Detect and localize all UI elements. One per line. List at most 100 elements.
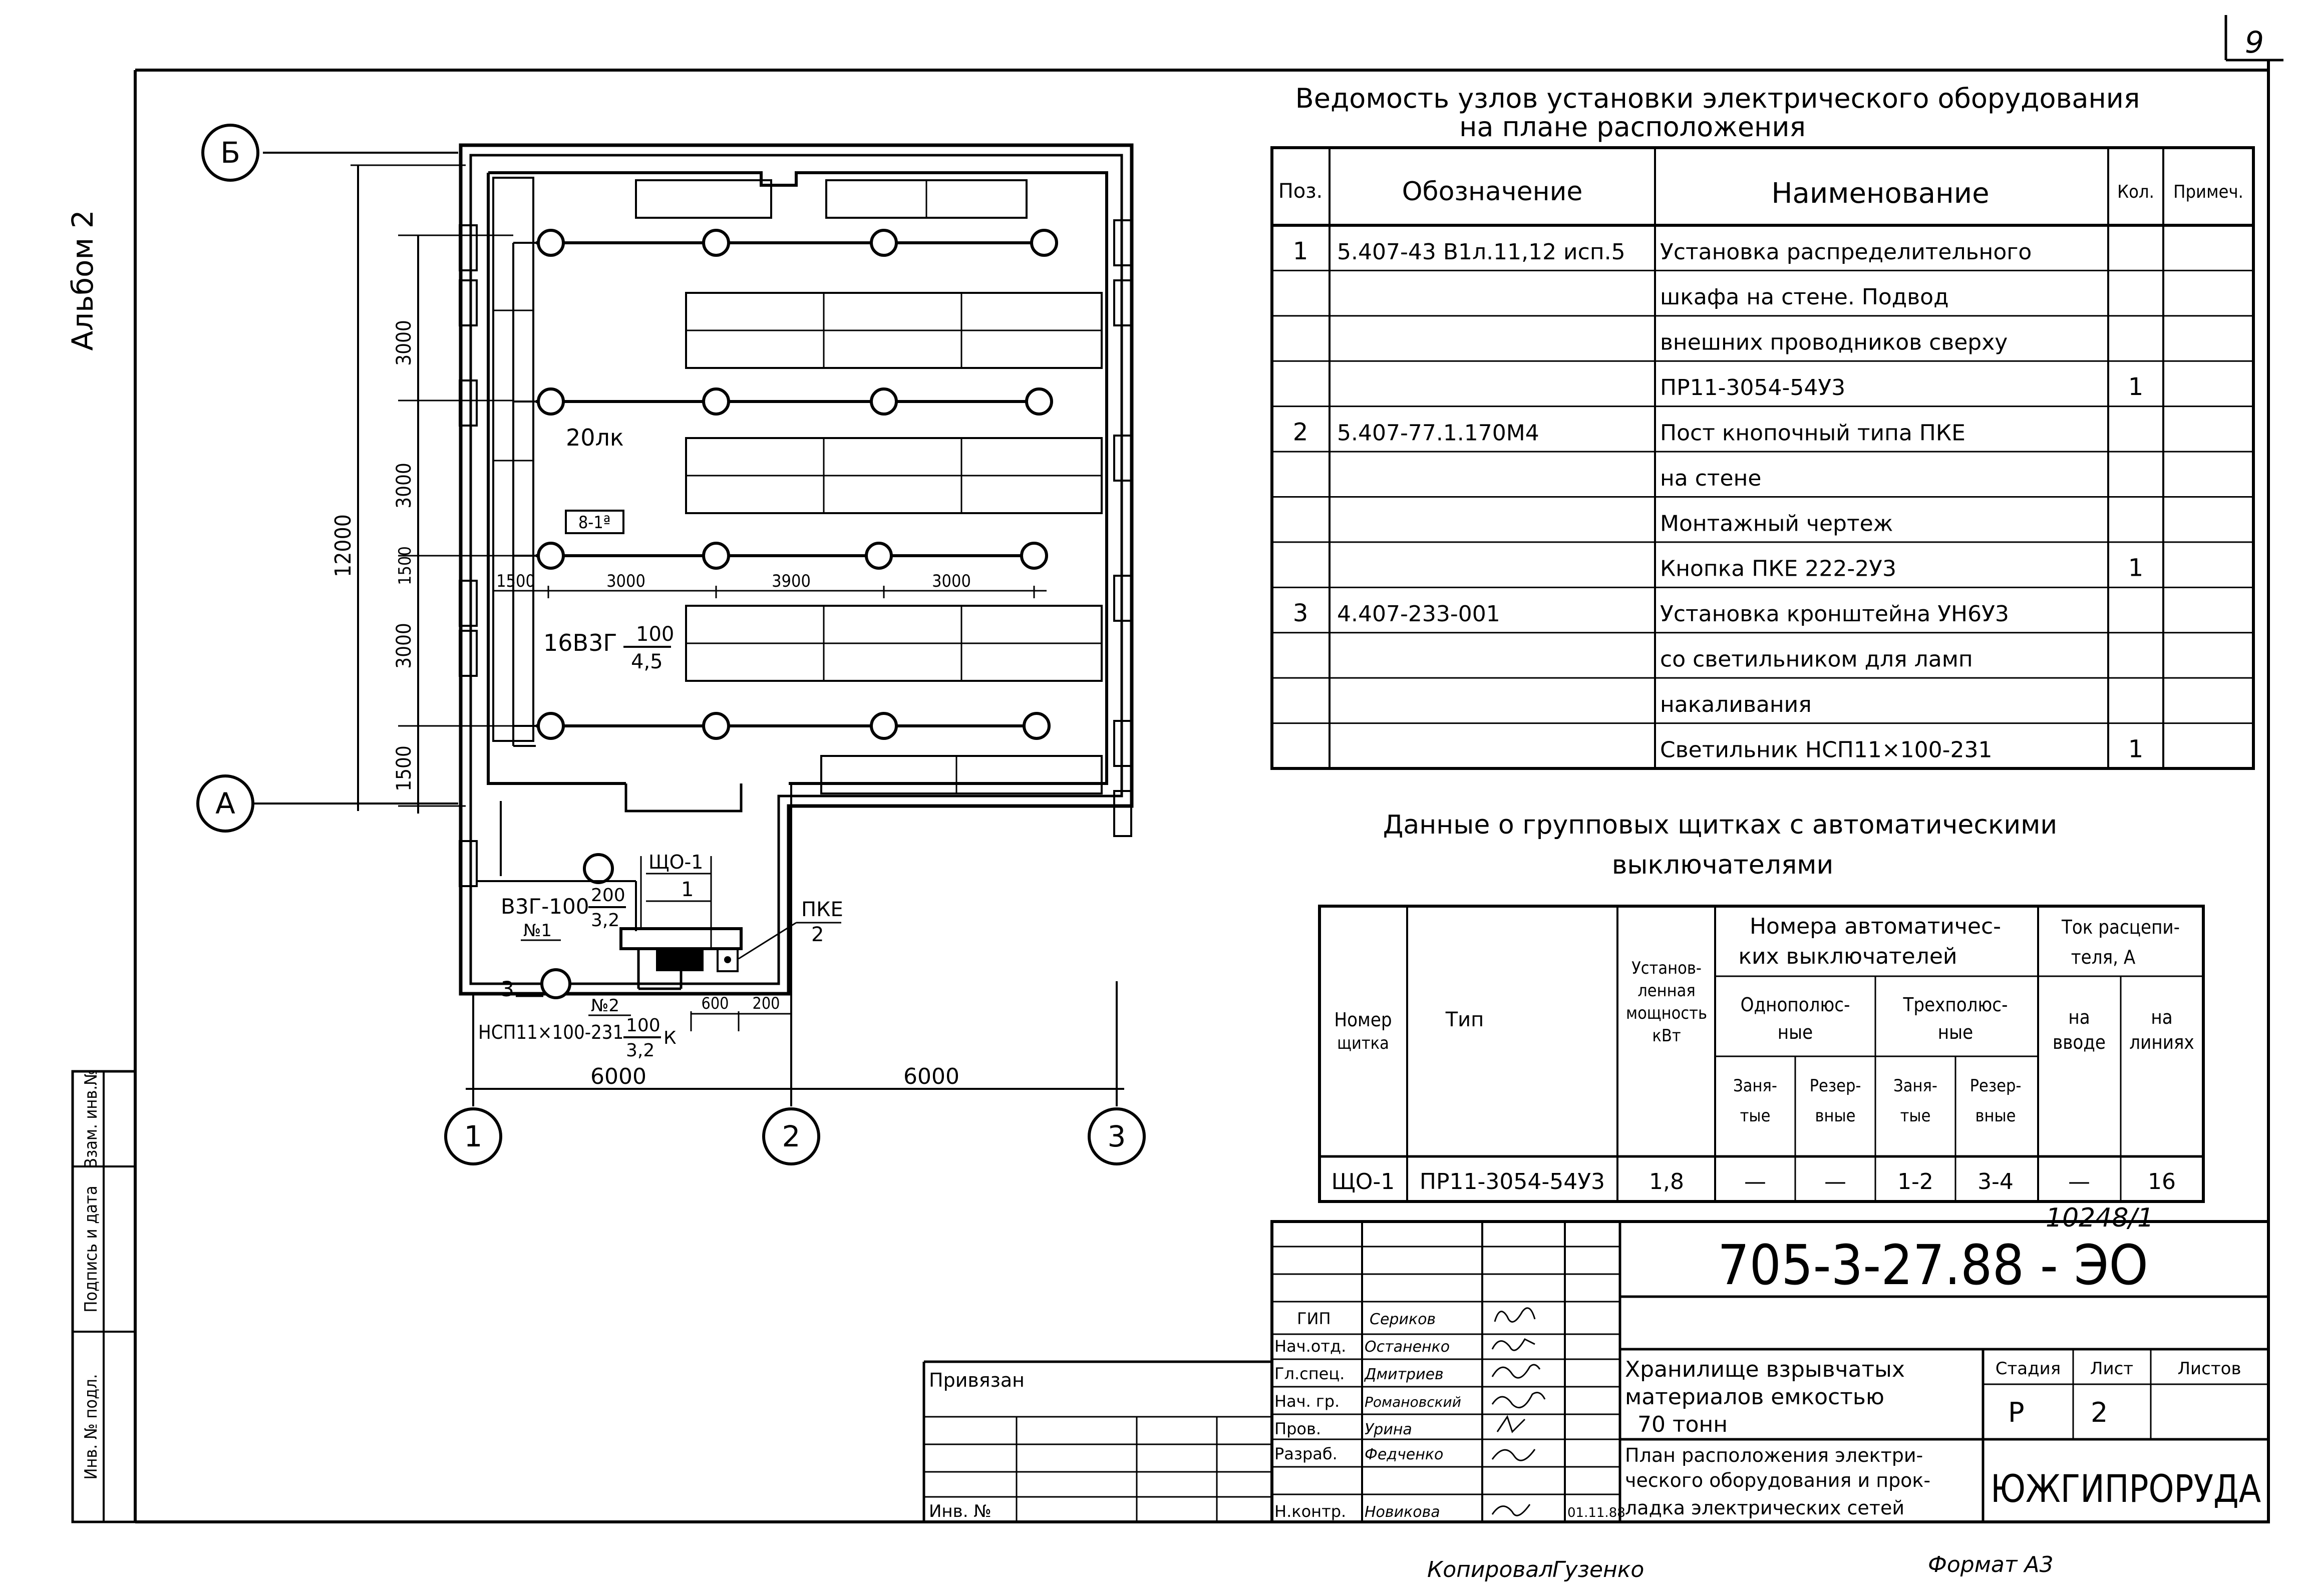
pt-h-lines-1: на — [2151, 1006, 2172, 1028]
lamp-fixture — [865, 542, 893, 570]
eq-cell: 4.407-233-001 — [1337, 601, 1500, 627]
equipment-table-title-1: Ведомость узлов установки электрического… — [1295, 83, 2140, 114]
dim-row-4: 3000 — [932, 571, 971, 591]
eq-cell: 1 — [2128, 554, 2144, 582]
sheet-title-3: ладка электрических сетей — [1625, 1497, 1904, 1519]
pt-h-res2-1: Резер- — [1970, 1076, 2022, 1096]
eq-h-pos: Поз. — [1278, 180, 1323, 203]
dim-row-2: 3000 — [606, 571, 645, 591]
role-checked: Пров. — [1274, 1419, 1321, 1438]
project-code: 705-3-27.88 - ЭО — [1718, 1233, 2148, 1297]
dim-total: 12000 — [331, 514, 356, 577]
eq-cell: 1 — [2128, 735, 2144, 763]
lighting-rows — [512, 229, 1058, 747]
lamp-fixture — [702, 387, 730, 416]
eq-cell: внешних проводников сверху — [1660, 330, 2008, 355]
left-stamp: Инв. № подл. Подпись и дата Взам. инв.№ — [71, 1069, 137, 1523]
pt-cell-single-busy: — — [1744, 1169, 1766, 1194]
eq-cell: 5.407-43 В1л.11,12 исп.5 — [1337, 239, 1625, 265]
eq-cell: Монтажный чертеж — [1660, 511, 1893, 536]
lamp-fixture — [1020, 542, 1048, 570]
role-developed: Разраб. — [1274, 1444, 1338, 1463]
axis-letter-b: Б — [220, 136, 240, 170]
lux-label: 20лк — [566, 424, 624, 451]
dim-bottom-2: 6000 — [903, 1064, 959, 1089]
dim-v-3: 3000 — [393, 623, 416, 669]
eq-cell: 3 — [1293, 599, 1308, 627]
eq-h-note: Примеч. — [2173, 182, 2243, 202]
dim-small-1: 600 — [702, 994, 729, 1013]
footer-copier: Гузенко — [1552, 1557, 1644, 1582]
page-number: 9 — [2245, 25, 2264, 60]
eq-cell: со светильником для ламп — [1660, 647, 1973, 672]
pt-h-res1-1: Резер- — [1810, 1076, 1861, 1096]
panel-table-title-2: выключателями — [1612, 850, 1834, 880]
role-gip: ГИП — [1297, 1309, 1331, 1328]
bzg-frac-bottom: 3,2 — [591, 910, 619, 931]
footer-format: Формат А3 — [1928, 1552, 2054, 1577]
pt-h-triple-2: ные — [1938, 1021, 1973, 1043]
pt-cell-type: ПР11-3054-54У3 — [1420, 1169, 1605, 1194]
pt-h-single-2: ные — [1778, 1021, 1813, 1043]
signatures — [1491, 1307, 1546, 1516]
equipment-table-title-2: на плане расположения — [1459, 111, 1806, 143]
pt-h-current-2: теля, А — [2071, 946, 2136, 968]
axis-number-2: 2 — [782, 1119, 801, 1153]
panel-area: ЩО-1 1 ПКЕ 2 В3Г-100 200 3,2 №1 3 №2 НСП… — [476, 851, 843, 1061]
nsp-suffix: К — [664, 1028, 677, 1048]
pt-h-single-1: Однополюс- — [1741, 994, 1850, 1016]
lamp-fixture — [1025, 387, 1053, 416]
eq-cell: 2 — [1293, 418, 1308, 446]
project-title-1: Хранилище взрывчатых — [1625, 1357, 1905, 1382]
dim-v-5: 1500 — [393, 745, 416, 791]
role-head-group: Нач. гр. — [1274, 1392, 1340, 1411]
role-norm-control: Н.контр. — [1274, 1502, 1346, 1521]
dim-v-4: 1500 — [395, 546, 415, 585]
eq-cell: 5.407-77.1.170М4 — [1337, 420, 1539, 446]
dim-v-1: 3000 — [393, 320, 416, 366]
role-chief-spec: Гл.спец. — [1274, 1364, 1345, 1383]
eq-cell: Установка распределительного — [1660, 239, 2032, 265]
n1-label: №1 — [523, 921, 552, 941]
lamp-fixture — [1023, 712, 1051, 740]
sheet-title-1: План расположения электри- — [1625, 1444, 1923, 1466]
pt-h-input-2: вводе — [2053, 1031, 2106, 1053]
lamp-fixture — [537, 387, 565, 416]
lamp-fixture — [537, 542, 565, 570]
eq-cell: ПР11-3054-54У3 — [1660, 375, 1845, 401]
name-checked: Урина — [1365, 1421, 1412, 1438]
lamp-fixture — [537, 712, 565, 740]
axis-number-3: 3 — [1108, 1119, 1126, 1153]
pt-h-power-3: мощность — [1626, 1003, 1707, 1023]
eq-cell: шкафа на стене. Подвод — [1660, 284, 1949, 310]
dim-v-2: 3000 — [393, 463, 416, 509]
sheet-title-2: ческого оборудования и прок- — [1625, 1469, 1930, 1491]
pke-pos: 2 — [811, 923, 824, 946]
pt-h-lines-2: линиях — [2129, 1031, 2194, 1053]
panel-label: ЩО-1 — [648, 851, 703, 873]
page-number-box: 9 — [2224, 15, 2283, 62]
stage-value: Р — [2008, 1397, 2025, 1428]
pt-h-power-2: ленная — [1637, 981, 1696, 1001]
nsp-label: НСП11×100-231 — [478, 1021, 623, 1043]
control-date: 01.11.88 — [1567, 1505, 1625, 1520]
lamp-fixture — [870, 712, 898, 740]
sheet-value: 2 — [2091, 1397, 2108, 1428]
pt-cell-power: 1,8 — [1649, 1169, 1684, 1194]
pt-h-triple-1: Трехполюс- — [1903, 994, 2008, 1016]
panel-table-title-1: Данные о групповых щитках с автоматическ… — [1383, 810, 2057, 840]
eq-cell: Кнопка ПКЕ 222-2У3 — [1660, 556, 1896, 582]
rack-row-3 — [685, 605, 1103, 682]
lamp-fixture — [870, 387, 898, 416]
eq-h-name: Наименование — [1771, 177, 1989, 210]
pt-cell-input: — — [2068, 1169, 2090, 1194]
eq-h-designation: Обозначение — [1402, 177, 1583, 207]
bound-label: Привязан — [929, 1369, 1025, 1391]
equipment-table: Ведомость узлов установки электрического… — [1270, 83, 2255, 770]
axis-number-1: 1 — [464, 1119, 483, 1153]
lamp-fixture — [870, 229, 898, 257]
pt-h-busy1-1: Заня- — [1733, 1076, 1777, 1096]
eq-cell: Пост кнопочный типа ПКЕ — [1660, 420, 1965, 446]
pt-h-power-1: Установ- — [1631, 958, 1702, 978]
lamp-fixture — [702, 229, 730, 257]
